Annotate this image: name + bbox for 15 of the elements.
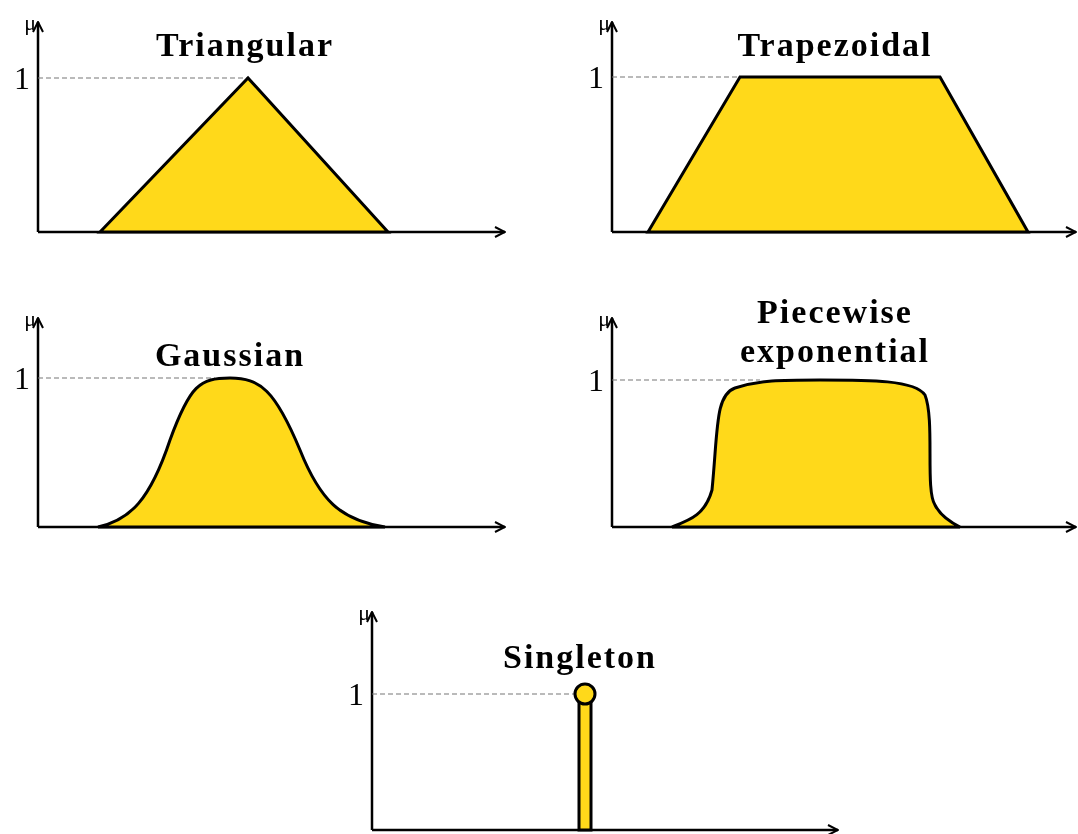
chart-title: Gaussian [154,335,306,375]
axis-label: μ [24,12,36,34]
axis-label: μ [358,602,370,624]
chart-title: Piecewise exponential [738,292,932,371]
tick-label: 1 [588,364,604,396]
axis-label: μ [24,308,36,330]
tick-label: 1 [348,678,364,710]
axis-label: μ [598,12,610,34]
axis-label: μ [598,308,610,330]
chart-title: Trapezoidal [737,25,933,65]
chart-title: Triangular [156,25,334,65]
tick-label: 1 [588,61,604,93]
tick-label: 1 [14,62,30,94]
tick-label: 1 [14,362,30,394]
chart-title: Singleton [503,637,657,677]
